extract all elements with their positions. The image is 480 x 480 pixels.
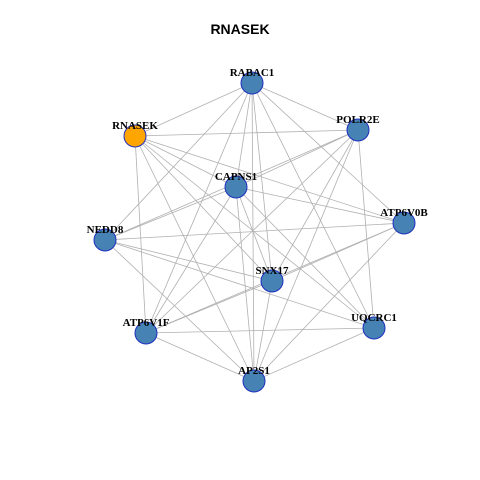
edge-rnasek-snx17 (134, 135, 273, 282)
edge-snx17-atp6v1f (145, 280, 273, 334)
edge-uqcrc1-atp6v1f (145, 327, 375, 334)
edge-atp6v0b-ap2s1 (253, 222, 405, 382)
edge-polr2e-ap2s1 (253, 129, 359, 382)
node-atp6v0b[interactable]: ATP6V0B (380, 207, 428, 235)
edge-capns1-ap2s1 (235, 186, 255, 382)
node-label: POLR2E (336, 114, 379, 126)
edge-capns1-atp6v1f (145, 186, 237, 334)
node-circle[interactable] (362, 316, 386, 340)
node-label: SNX17 (255, 265, 289, 277)
node-label: CAPNS1 (215, 171, 257, 183)
node-circle[interactable] (242, 369, 266, 393)
node-circle[interactable] (260, 269, 284, 293)
node-label: ATP6V1F (123, 317, 170, 329)
edge-nedd8-ap2s1 (104, 239, 255, 382)
node-circle[interactable] (93, 228, 117, 252)
edge-rnasek-atp6v0b (134, 135, 405, 224)
node-circle[interactable] (240, 71, 264, 95)
node-circle[interactable] (134, 321, 158, 345)
edge-rabac1-uqcrc1 (251, 82, 375, 329)
edge-rabac1-nedd8 (104, 82, 253, 241)
edge-rnasek-atp6v1f (134, 135, 147, 334)
edge-nedd8-snx17 (104, 239, 273, 282)
edge-rnasek-capns1 (134, 135, 237, 188)
node-snx17[interactable]: SNX17 (255, 265, 289, 293)
node-label: NEDD8 (87, 224, 124, 236)
node-rabac1[interactable]: RABAC1 (230, 67, 275, 95)
edge-capns1-nedd8 (104, 186, 237, 241)
node-circle[interactable] (392, 211, 416, 235)
node-polr2e[interactable]: POLR2E (336, 114, 380, 142)
edge-capns1-snx17 (235, 186, 273, 282)
edge-rabac1-atp6v1f (145, 82, 253, 334)
node-nedd8[interactable]: NEDD8 (87, 224, 124, 252)
node-label: AP2S1 (238, 365, 270, 377)
edge-uqcrc1-ap2s1 (253, 327, 375, 382)
edge-polr2e-snx17 (271, 129, 359, 282)
node-label: RNASEK (112, 120, 158, 132)
graph-title: RNASEK (210, 21, 270, 37)
edge-rabac1-atp6v0b (251, 82, 405, 224)
node-uqcrc1[interactable]: UQCRC1 (351, 312, 397, 340)
edge-capns1-uqcrc1 (235, 186, 375, 329)
edge-rabac1-rnasek (134, 82, 253, 137)
node-rnasek[interactable]: RNASEK (112, 120, 158, 148)
edge-rnasek-ap2s1 (134, 135, 255, 382)
edge-polr2e-rnasek (134, 129, 359, 137)
node-capns1[interactable]: CAPNS1 (215, 171, 257, 199)
edge-atp6v0b-nedd8 (104, 222, 405, 241)
edges-layer (104, 82, 405, 382)
node-ap2s1[interactable]: AP2S1 (238, 365, 270, 393)
edge-snx17-ap2s1 (253, 280, 273, 382)
edge-atp6v1f-ap2s1 (145, 332, 255, 382)
edge-rabac1-polr2e (251, 82, 359, 131)
node-label: ATP6V0B (380, 207, 428, 219)
node-label: RABAC1 (230, 67, 275, 79)
edge-polr2e-uqcrc1 (357, 129, 375, 329)
node-circle[interactable] (123, 124, 147, 148)
node-atp6v1f[interactable]: ATP6V1F (123, 317, 170, 345)
node-circle[interactable] (224, 175, 248, 199)
node-label: UQCRC1 (351, 312, 397, 324)
edge-nedd8-uqcrc1 (104, 239, 375, 329)
edge-rabac1-snx17 (251, 82, 273, 282)
node-circle[interactable] (346, 118, 370, 142)
edge-capns1-atp6v0b (235, 186, 405, 224)
edge-polr2e-capns1 (235, 129, 359, 188)
